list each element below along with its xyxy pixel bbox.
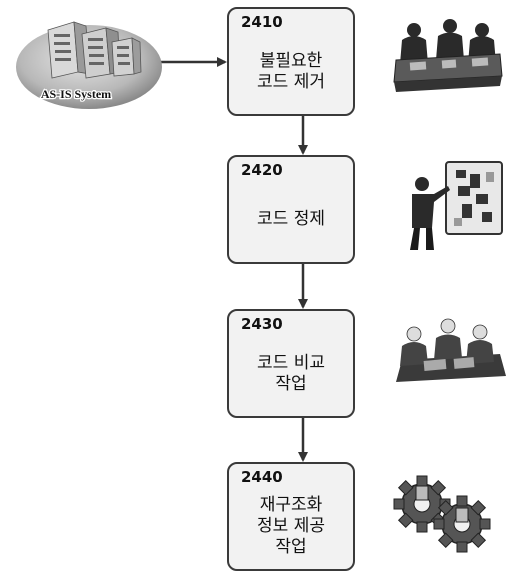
step-number: 2440 [241,468,283,486]
server-cluster-icon: AS-IS System [16,21,162,109]
step-number: 2420 [241,161,283,179]
as-is-system: AS-IS System [14,12,164,112]
step-label: 코드 정제 [257,209,325,229]
step-2440-box: 2440 재구조화 정보 제공 작업 [227,462,355,571]
step-2410-box: 2410 불필요한 코드 제거 [227,7,355,116]
as-is-system-label: AS-IS System [41,87,111,101]
step-label: 재구조화 정보 제공 작업 [257,495,325,557]
step-2430-box: 2430 코드 비교 작업 [227,309,355,418]
step-number: 2410 [241,13,283,31]
step-label: 코드 비교 작업 [257,352,325,394]
step-number: 2430 [241,315,283,333]
step-2420-box: 2420 코드 정제 [227,155,355,264]
team-meeting-icon [393,19,503,92]
group-discussion-icon [396,318,506,382]
presenter-board-icon [410,161,503,250]
gears-icon [393,475,491,553]
step-label: 불필요한 코드 제거 [257,50,325,92]
